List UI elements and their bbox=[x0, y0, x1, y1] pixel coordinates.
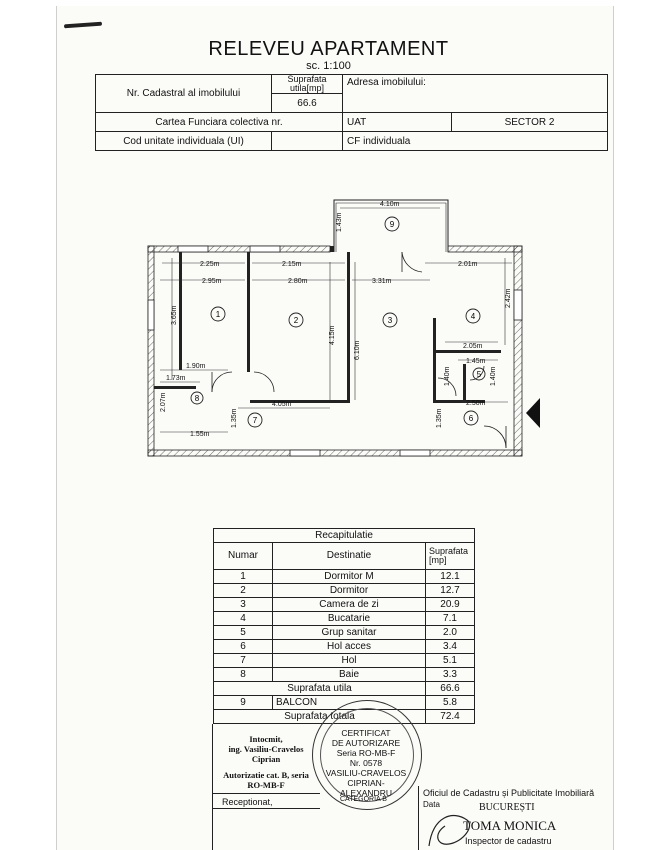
dim-2-95: 2.95m bbox=[202, 278, 222, 285]
nr-cadastral-label: Nr. Cadastral al imobilului bbox=[95, 74, 272, 113]
ocpi-date-label: Data bbox=[423, 800, 440, 809]
recap-title: Recapitulatie bbox=[213, 528, 475, 543]
floor-plan: 1 2 3 4 5 6 7 8 9 4.10m 1.43m 2.25m 2.15… bbox=[147, 199, 540, 457]
ocpi-inspector-name: TOMA MONICA bbox=[463, 818, 557, 833]
engineer-name-line2: Ciprian bbox=[251, 754, 281, 764]
dim-1-40-a: 1.40m bbox=[444, 366, 451, 386]
room-number-3: 3 bbox=[388, 316, 393, 325]
cf-label: CF individuala bbox=[342, 131, 608, 151]
room-number-2: 2 bbox=[294, 316, 299, 325]
dimension-lines bbox=[160, 207, 512, 433]
signature-box bbox=[212, 724, 213, 850]
dim-2-42: 2.42m bbox=[505, 288, 512, 308]
room-number-8: 8 bbox=[195, 394, 200, 403]
page-title: RELEVEU APARTAMENT bbox=[208, 38, 449, 60]
stamp-category: CATEGORIA B bbox=[340, 796, 387, 803]
room-number-9: 9 bbox=[390, 220, 395, 229]
room-number-6: 6 bbox=[469, 414, 474, 423]
dim-2-50: 2.50m bbox=[466, 400, 486, 407]
autorizatie-block: Autorizatie cat. B, seria RO-MB-F bbox=[214, 770, 318, 790]
dim-1-40-b: 1.40m bbox=[490, 366, 497, 386]
room-number-4: 4 bbox=[471, 312, 476, 321]
interior-walls bbox=[154, 252, 501, 403]
signature-divider-2 bbox=[212, 808, 320, 809]
dim-2-01: 2.01m bbox=[458, 261, 478, 268]
dim-3-65: 3.65m bbox=[171, 305, 178, 325]
dim-2-25: 2.25m bbox=[200, 261, 220, 268]
dim-1-35-b: 1.35m bbox=[436, 408, 443, 428]
autorizatie-line2: RO-MB-F bbox=[247, 780, 285, 790]
autorizatie-line1: Autorizatie cat. B, seria bbox=[223, 770, 309, 780]
doors bbox=[211, 251, 507, 449]
room-number-1: 1 bbox=[216, 310, 221, 319]
signature-divider bbox=[212, 793, 320, 794]
ocpi-city: BUCUREȘTI bbox=[479, 802, 535, 813]
intocmit-block: Intocmit, ing. Vasiliu-Cravelos Ciprian bbox=[214, 734, 318, 764]
dim-2-15: 2.15m bbox=[282, 261, 302, 268]
dim-6-10: 6.10m bbox=[354, 340, 361, 360]
col-destinatie: Destinatie bbox=[272, 542, 426, 570]
col-numar: Numar bbox=[213, 542, 273, 570]
dim-3-31: 3.31m bbox=[372, 278, 392, 285]
dim-1-45: 1.45m bbox=[466, 358, 486, 365]
ocpi-stamp: Oficiul de Cadastru și Publicitate Imobi… bbox=[418, 786, 595, 850]
recap-table: Recapitulatie Numar Destinatie Suprafata… bbox=[213, 528, 475, 724]
dim-4-05: 4.05m bbox=[272, 401, 292, 408]
stamp-text: CERTIFICAT DE AUTORIZARE Seria RO-MB-F N… bbox=[325, 728, 407, 798]
dim-1-90: 1.90m bbox=[186, 363, 206, 370]
receptionat-label: Receptionat, bbox=[222, 797, 273, 807]
dim-2-05: 2.05m bbox=[463, 343, 483, 350]
room-number-7: 7 bbox=[253, 416, 258, 425]
cod-ui-label: Cod unitate individuala (UI) bbox=[95, 131, 272, 151]
dim-2-07: 2.07m bbox=[160, 392, 167, 412]
certificate-stamp bbox=[312, 700, 422, 810]
ocpi-inspector-title: Inspector de cadastru bbox=[465, 836, 552, 846]
scale-label: sc. 1:100 bbox=[306, 60, 351, 72]
dim-2-80: 2.80m bbox=[288, 278, 308, 285]
entrance-arrow-icon bbox=[526, 398, 540, 428]
dim-4-15: 4.15m bbox=[329, 325, 336, 345]
engineer-name-line1: ing. Vasiliu-Cravelos bbox=[228, 744, 304, 754]
exterior-walls bbox=[147, 245, 523, 457]
room-number-5: 5 bbox=[477, 370, 482, 379]
balcony bbox=[333, 199, 449, 252]
room-markers bbox=[190, 216, 486, 428]
intocmit-label: Intocmit, bbox=[249, 734, 283, 744]
ocpi-signature bbox=[428, 815, 471, 847]
dim-balcon-side: 1.43m bbox=[336, 212, 343, 232]
windows bbox=[147, 245, 523, 457]
col-suprafata: Suprafata [mp] bbox=[425, 542, 475, 570]
dim-1-73: 1.73m bbox=[166, 375, 186, 382]
dim-1-35-a: 1.35m bbox=[231, 408, 238, 428]
ocpi-office: Oficiul de Cadastru și Publicitate Imobi… bbox=[423, 788, 595, 798]
dim-1-55: 1.55m bbox=[190, 431, 210, 438]
dim-balcon-top: 4.10m bbox=[380, 201, 400, 208]
header-table: Nr. Cadastral al imobilului Suprafata ut… bbox=[95, 74, 608, 151]
